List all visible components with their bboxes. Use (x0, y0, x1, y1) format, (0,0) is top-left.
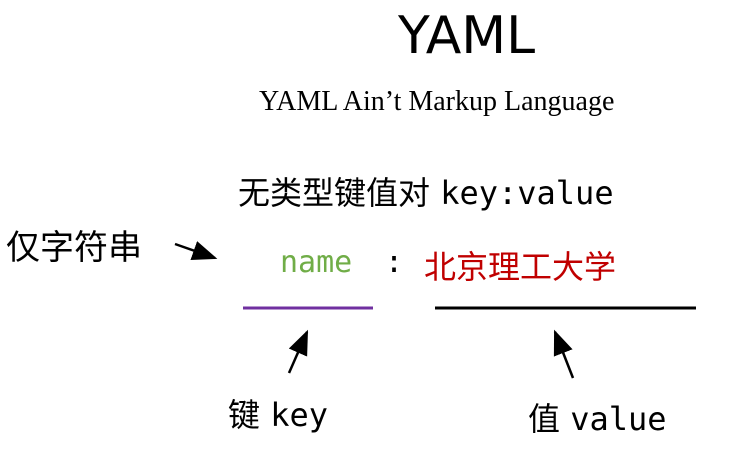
example-key: name (280, 245, 353, 280)
intro-text: 无类型键值对 (238, 174, 441, 212)
intro-line: 无类型键值对 key:value (238, 168, 614, 214)
key-label: 键 key (228, 390, 328, 436)
key-label-code: key (270, 396, 328, 434)
key-label-text: 键 (228, 396, 271, 434)
value-label-text: 值 (528, 400, 571, 438)
intro-code: key:value (440, 174, 614, 212)
slide-title: YAML (398, 6, 536, 66)
arrow-value-label (553, 329, 575, 379)
slide-subtitle: YAML Ain’t Markup Language (259, 86, 615, 117)
example-separator: : (385, 245, 404, 280)
value-label-code: value (570, 400, 667, 438)
arrow-key-label (287, 329, 309, 374)
arrow-to-key (174, 241, 218, 261)
example-value: 北京理工大学 (424, 248, 617, 286)
value-label: 值 value (528, 394, 667, 440)
annotation-string-only: 仅字符串 (6, 228, 142, 268)
